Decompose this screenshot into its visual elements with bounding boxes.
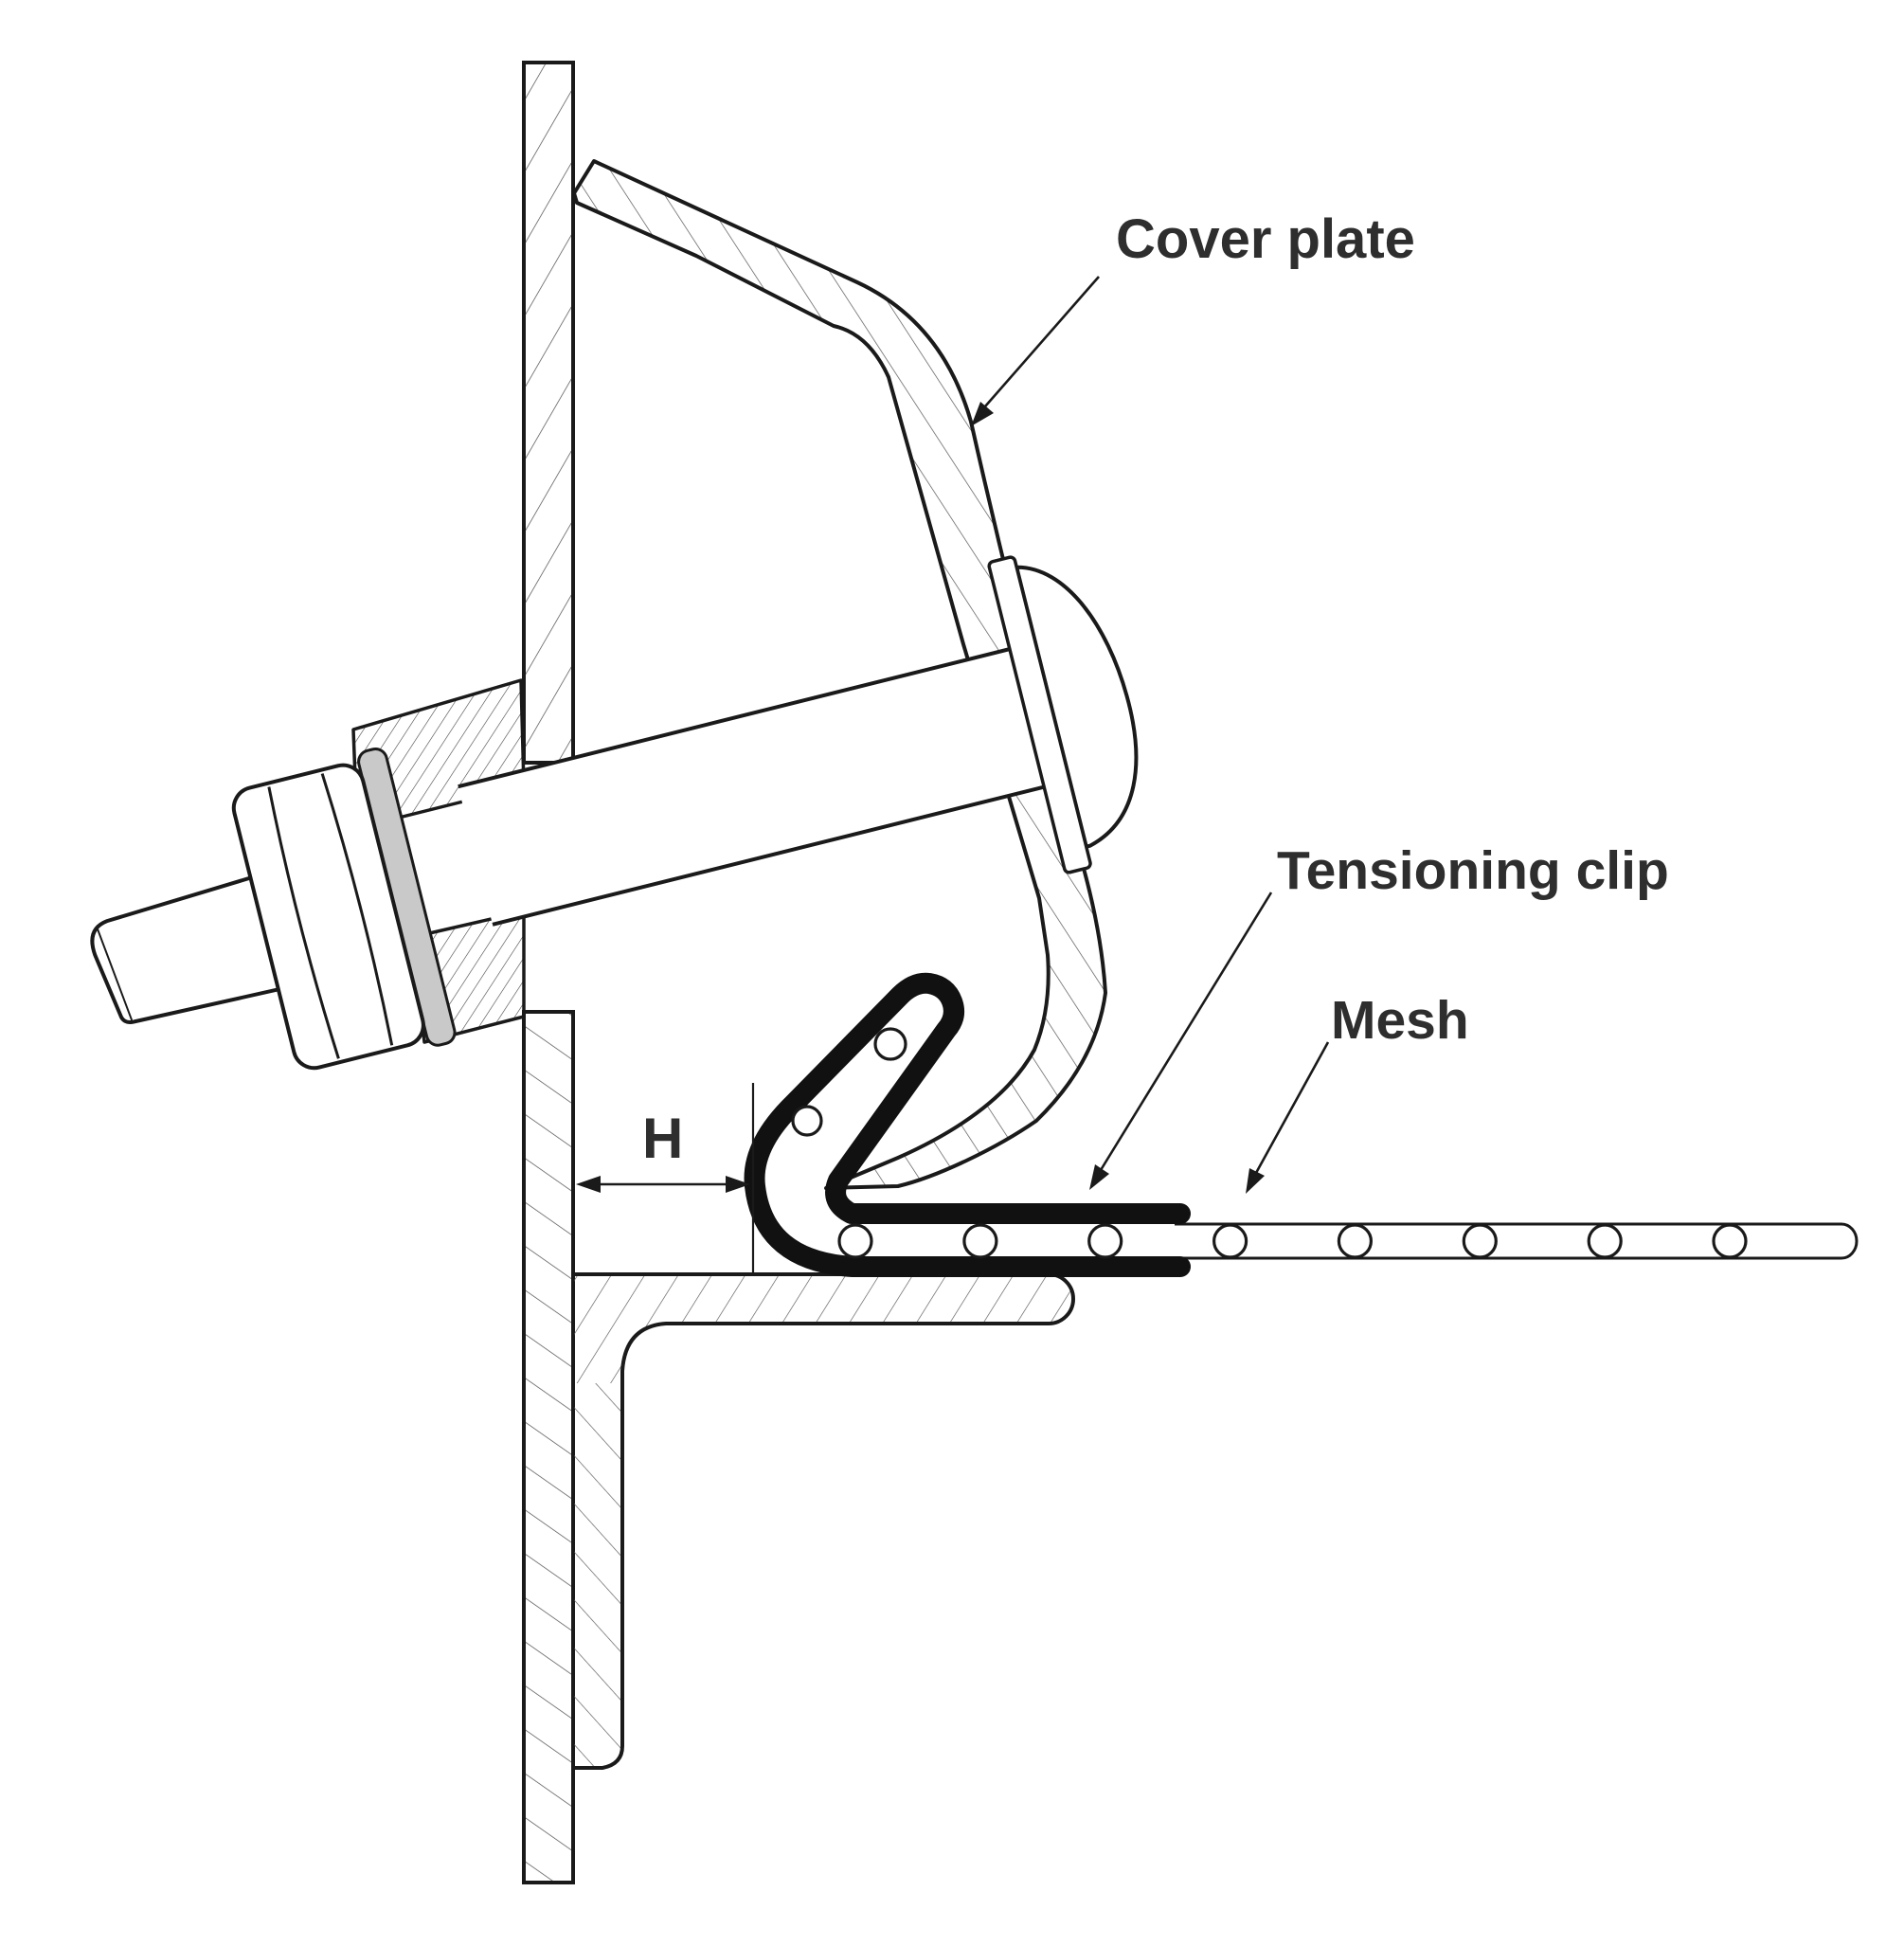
tensioning-clip-arrowhead <box>1089 1164 1109 1190</box>
mesh-wire <box>873 1027 907 1061</box>
leader-arrows <box>971 276 1330 1194</box>
dimension-arrowhead-left <box>576 1176 601 1193</box>
mesh-wires <box>837 1223 1748 1259</box>
angle-bracket <box>574 1272 1075 1770</box>
mesh-wire <box>1462 1223 1498 1259</box>
dimension-arrowhead-right <box>726 1176 750 1193</box>
rod-tip-chamfer <box>96 927 134 1021</box>
mesh-arrowhead <box>1246 1168 1265 1194</box>
angle-bracket-horizontal-leg <box>574 1274 1073 1383</box>
mesh-wire <box>1337 1223 1374 1259</box>
tensioning-clip-wire <box>744 972 1191 1277</box>
tensioning-clip-leader <box>1099 892 1273 1171</box>
mesh-wire <box>1212 1223 1248 1259</box>
cover-plate-label: Cover plate <box>1116 208 1415 270</box>
wall-plate <box>522 61 575 1884</box>
bolt-shaft <box>458 647 1050 925</box>
bolt-assembly <box>90 555 1139 1071</box>
mesh <box>1175 1222 1859 1260</box>
mesh-leader <box>1254 1041 1330 1174</box>
mesh-wire <box>1587 1223 1623 1259</box>
threaded-rod <box>90 874 288 1024</box>
mesh-wires-in-clip-loop <box>791 1027 907 1137</box>
bolt-shaft-edges <box>458 645 1050 927</box>
dimension-h <box>576 1083 755 1274</box>
mesh-band <box>1175 1222 1859 1260</box>
cover-plate-arrowhead <box>971 402 994 426</box>
dimension-h-label: H <box>642 1107 683 1170</box>
dome-head <box>1014 565 1139 850</box>
wall-plate-upper <box>522 61 575 765</box>
flange-washer <box>987 555 1092 874</box>
angle-bracket-outline <box>574 1272 1075 1770</box>
mesh-wire <box>962 1223 998 1259</box>
mesh-wire <box>837 1223 873 1259</box>
angle-bracket-vertical-leg <box>574 1383 622 1768</box>
wall-plate-lower <box>522 1010 575 1884</box>
mesh-wire <box>791 1105 823 1137</box>
mesh-wire <box>1712 1223 1748 1259</box>
mesh-wire <box>1087 1223 1123 1259</box>
tensioning-clip <box>744 972 1191 1277</box>
cover-plate-leader <box>984 276 1100 407</box>
mesh-label: Mesh <box>1331 990 1469 1051</box>
tensioning-clip-label: Tensioning clip <box>1277 840 1669 901</box>
hex-nut-facets <box>267 773 394 1059</box>
